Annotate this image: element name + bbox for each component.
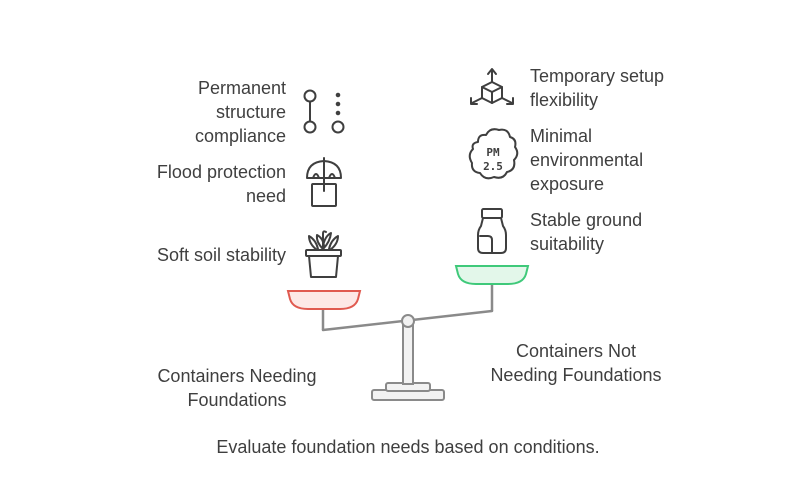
- right-factor-minimal-exposure: Minimal environmental exposure: [530, 126, 644, 194]
- svg-text:PM: PM: [486, 146, 500, 159]
- scale-pivot: [401, 314, 415, 328]
- left-pan: [286, 290, 362, 310]
- left-factor-soft-soil: Soft soil stability: [156, 245, 286, 265]
- right-pan-label: Containers Not Needing Foundations: [490, 341, 662, 385]
- 3d-cube-arrows-icon: [470, 68, 514, 105]
- dependency-nodes-icon: [303, 89, 345, 134]
- bottle-icon: [477, 208, 507, 254]
- right-factor-temporary-setup: Temporary setup flexibility: [530, 66, 665, 110]
- umbrella-box-icon: [306, 157, 342, 207]
- svg-text:2.5: 2.5: [483, 160, 503, 173]
- right-pan: [454, 265, 530, 285]
- caption: Evaluate foundation needs based on condi…: [216, 437, 600, 457]
- potted-plant-icon: [305, 230, 342, 278]
- right-factor-stable-ground: Stable ground suitability: [530, 210, 643, 254]
- left-pan-label: Containers Needing Foundations: [157, 366, 317, 410]
- left-factor-permanent-structure: Permanent structure compliance: [194, 78, 286, 146]
- left-factor-flood-protection: Flood protection need: [156, 162, 286, 206]
- pm25-cloud-icon: PM 2.5: [468, 128, 519, 180]
